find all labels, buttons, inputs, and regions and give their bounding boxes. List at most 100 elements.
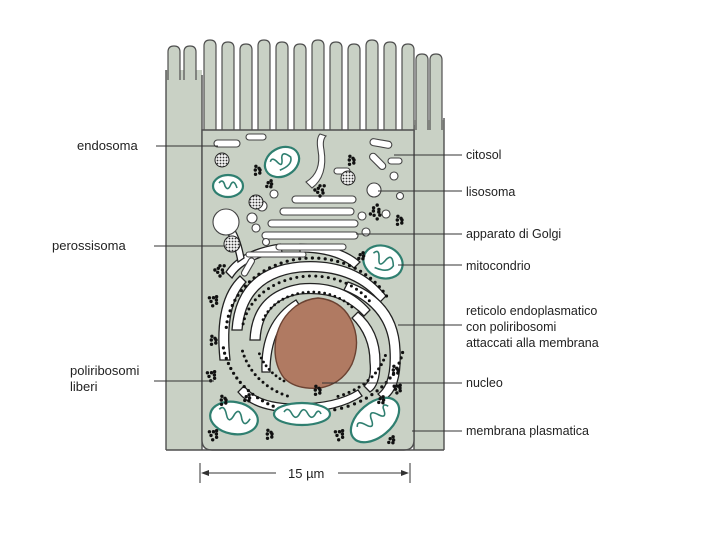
ribosome	[327, 276, 330, 279]
free-ribosome	[357, 257, 360, 260]
ribosome	[223, 352, 226, 355]
neighbor-cell-left	[166, 70, 202, 450]
ribosome	[258, 352, 261, 355]
ribosome	[283, 380, 286, 383]
ribosome	[382, 359, 385, 362]
ribosome	[377, 367, 380, 370]
ribosome	[345, 282, 348, 285]
free-ribosome	[313, 188, 316, 191]
ribosome	[235, 376, 238, 379]
ribosome	[360, 291, 363, 294]
free-ribosome	[369, 212, 372, 215]
mitochondrion	[213, 175, 243, 197]
ribosome	[369, 277, 372, 280]
free-ribosome	[376, 217, 379, 220]
ribosome	[267, 287, 270, 290]
ribosome	[350, 306, 353, 309]
free-ribosome	[266, 432, 269, 435]
ribosome	[302, 291, 305, 294]
ribosome	[242, 322, 245, 325]
ribosome	[353, 402, 356, 405]
free-ribosome	[254, 168, 257, 171]
free-ribosome	[269, 431, 272, 434]
ribosome	[232, 372, 235, 375]
microvillus	[416, 54, 428, 130]
free-ribosome	[224, 401, 227, 404]
free-ribosome	[394, 388, 397, 391]
label-nucleo: nucleo	[466, 376, 503, 390]
ribosome	[333, 278, 336, 281]
free-ribosome	[258, 171, 261, 174]
ribosome	[274, 264, 277, 267]
ribosome	[273, 303, 276, 306]
free-ribosome	[218, 264, 221, 267]
microvillus	[430, 54, 442, 130]
ribosome	[323, 292, 326, 295]
ribosome	[333, 408, 336, 411]
label-poliribosomi-line2: liberi	[70, 379, 98, 394]
lysosome	[213, 209, 239, 235]
ribosome	[233, 299, 236, 302]
free-ribosome	[396, 215, 399, 218]
ribosome	[229, 367, 232, 370]
ribosome	[266, 384, 269, 387]
ribosome	[358, 386, 361, 389]
free-ribosome	[215, 432, 218, 435]
ribosome	[268, 266, 271, 269]
free-ribosome	[221, 268, 224, 271]
free-ribosome	[314, 388, 317, 391]
ribosome	[368, 299, 371, 302]
free-ribosome	[211, 438, 214, 441]
ribosome	[275, 374, 278, 377]
ribosome	[289, 277, 292, 280]
free-ribosome	[318, 391, 321, 394]
ribosome	[272, 405, 275, 408]
ribosome	[318, 291, 321, 294]
ribosome	[308, 275, 311, 278]
label-golgi: apparato di Golgi	[466, 227, 561, 241]
ribosome	[374, 372, 377, 375]
free-ribosome	[399, 217, 402, 220]
ribosome	[239, 381, 242, 384]
ribosome	[270, 307, 273, 310]
free-ribosome	[215, 295, 218, 298]
free-ribosome	[395, 367, 398, 370]
free-ribosome	[207, 375, 210, 378]
free-ribosome	[206, 371, 209, 374]
ribosome	[389, 376, 392, 379]
ribosome	[278, 281, 281, 284]
free-ribosome	[213, 370, 216, 373]
ribosome	[286, 395, 289, 398]
free-ribosome	[372, 206, 375, 209]
ribosome	[227, 315, 230, 318]
ribosome	[371, 375, 374, 378]
free-ribosome	[254, 165, 257, 168]
ribosome	[328, 293, 331, 296]
microvillus	[222, 42, 234, 132]
microvillus	[348, 44, 360, 132]
free-ribosome	[314, 393, 317, 396]
free-ribosome	[399, 384, 402, 387]
label-membrana: membrana plasmatica	[466, 424, 589, 438]
ribosome	[333, 295, 336, 298]
ribosome	[302, 275, 305, 278]
free-ribosome	[266, 429, 269, 432]
ribosome	[359, 400, 362, 403]
ribosome	[321, 275, 324, 278]
ribosome	[253, 276, 256, 279]
free-ribosome	[247, 399, 250, 402]
free-ribosome	[267, 181, 270, 184]
ribosome	[384, 354, 387, 357]
ribosome	[354, 267, 357, 270]
free-ribosome	[321, 191, 324, 194]
label-mitocondrio: mitocondrio	[466, 259, 531, 273]
ribosome	[262, 291, 265, 294]
microvillus	[168, 46, 180, 80]
ribosome	[267, 310, 270, 313]
free-ribosome	[213, 377, 216, 380]
ribosome	[342, 262, 345, 265]
label-lisosoma: lisosoma	[466, 185, 515, 199]
label-poliribosomi-line1: poliribosomi	[70, 363, 139, 378]
ribosome	[286, 260, 289, 263]
free-ribosome	[213, 337, 216, 340]
